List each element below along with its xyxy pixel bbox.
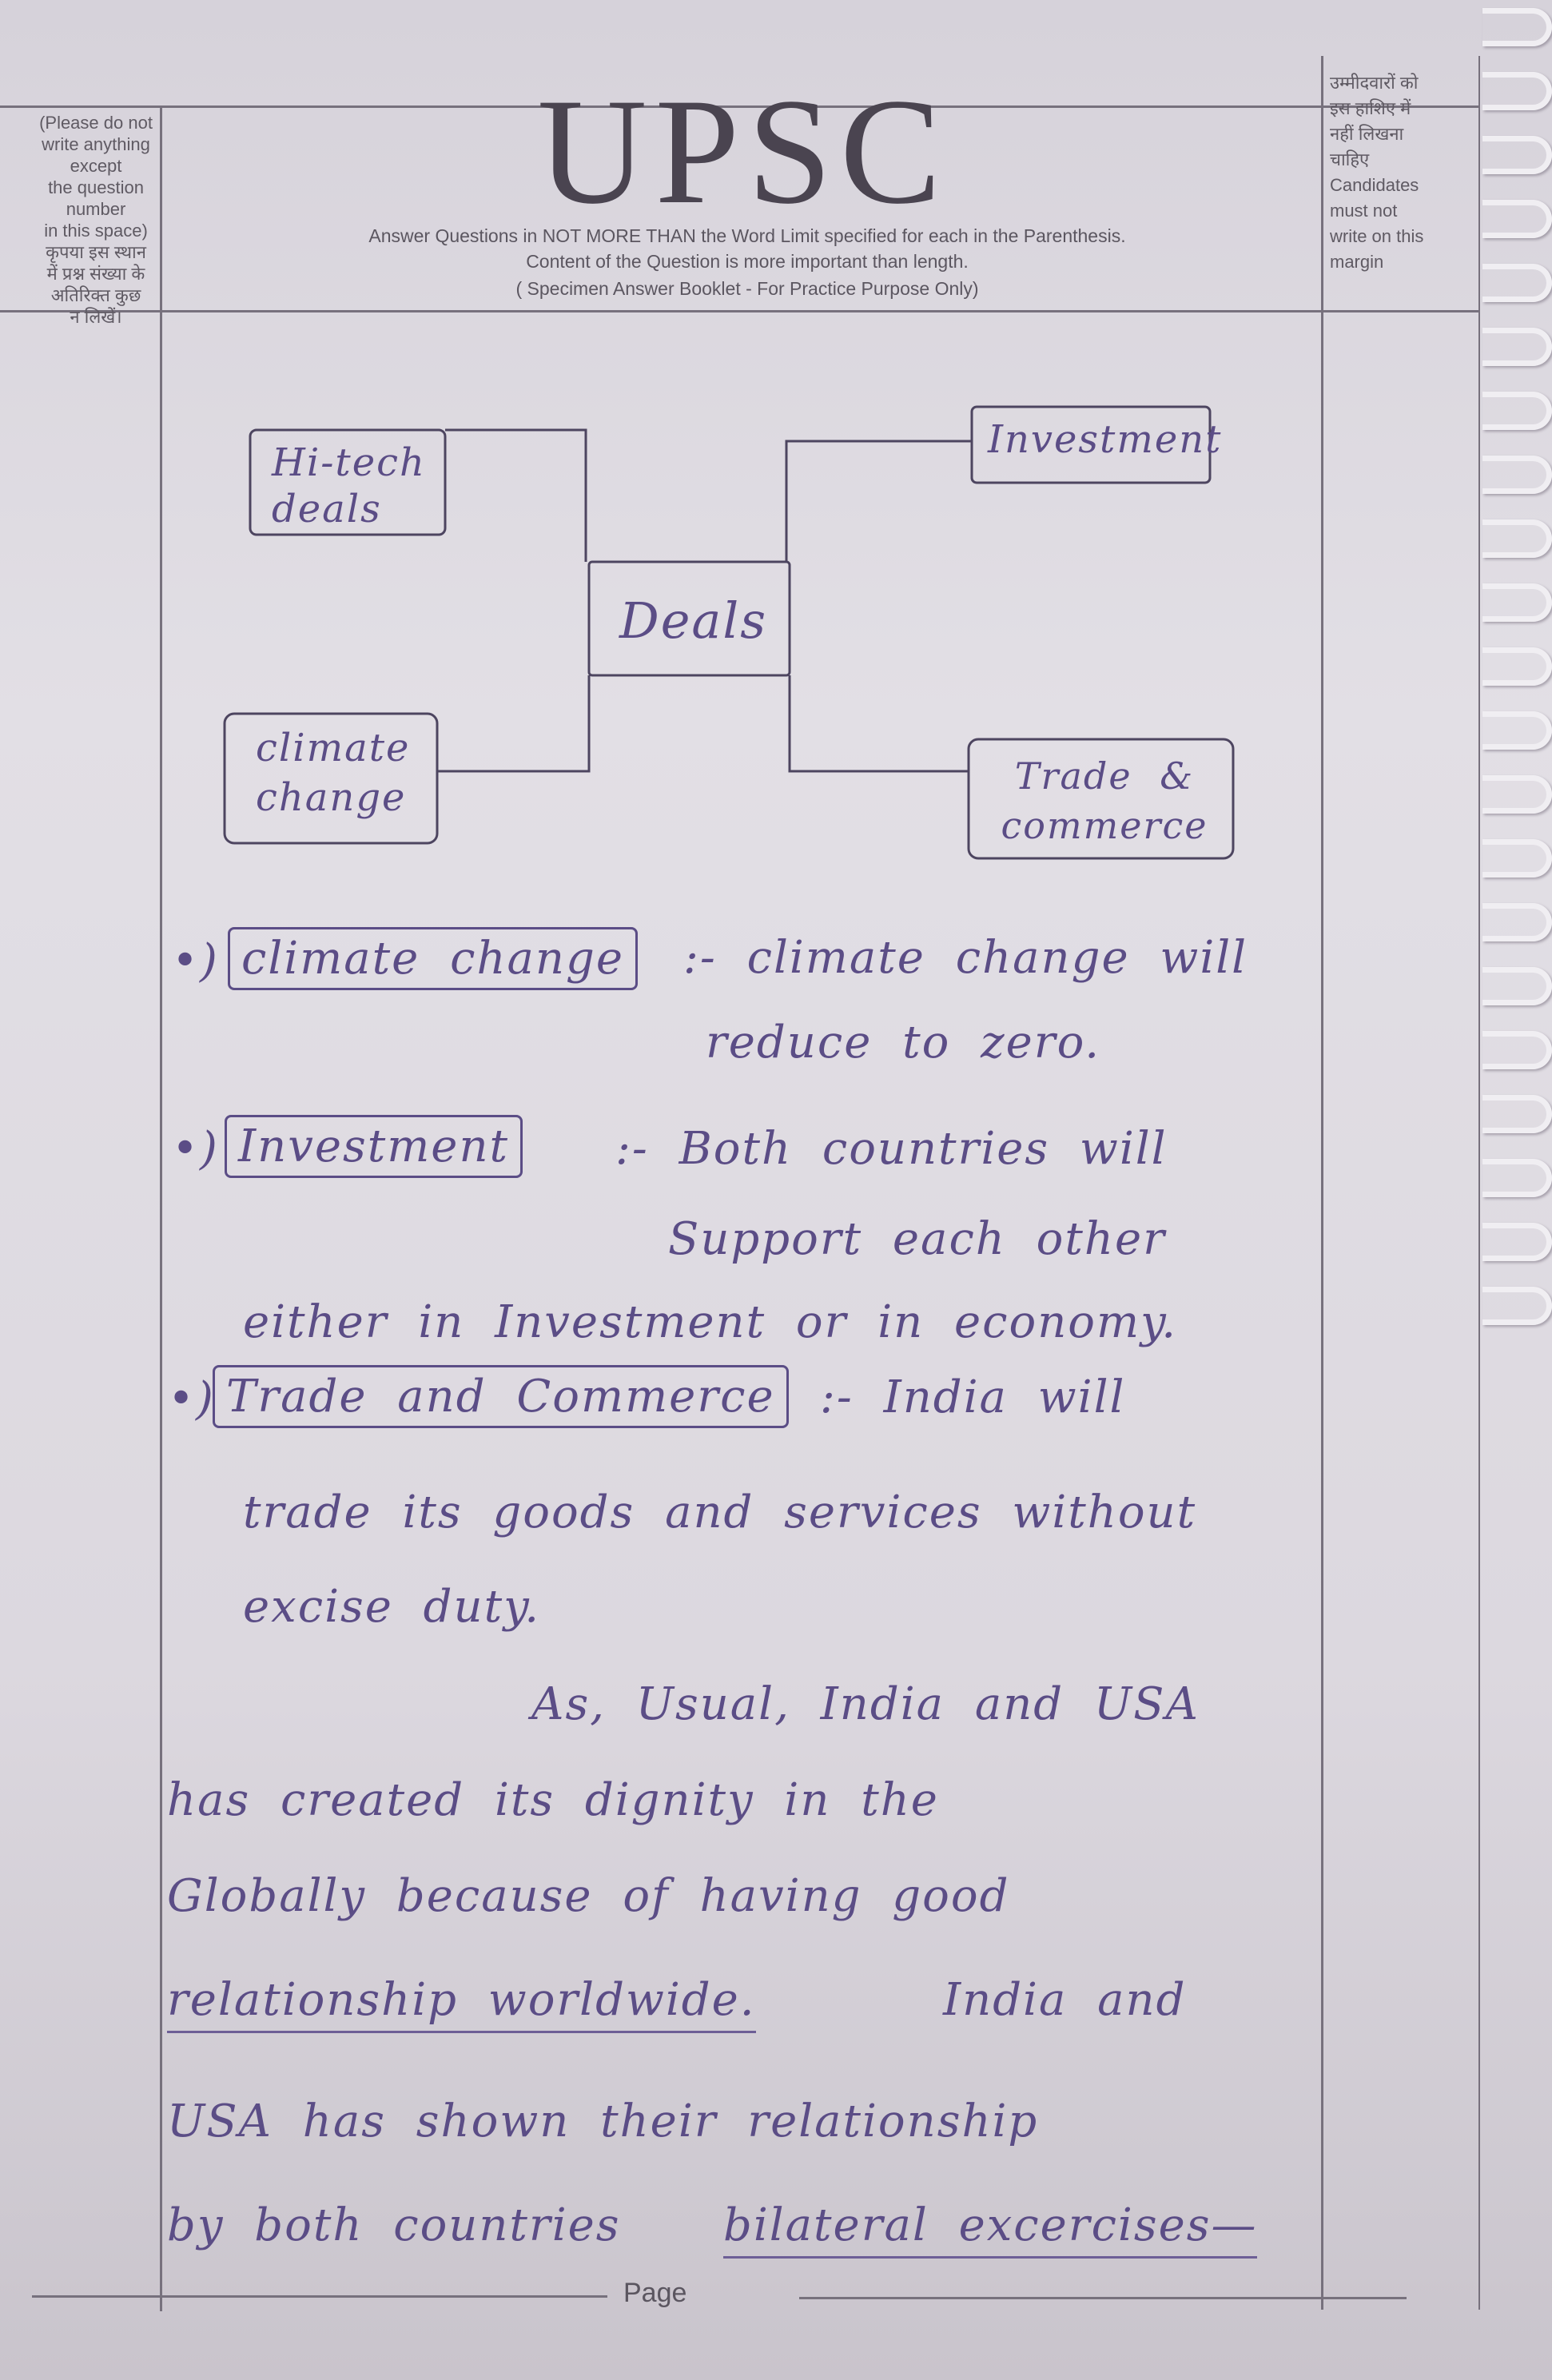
page-title: UPSC: [537, 68, 949, 236]
paragraph-underlined: relationship worldwide.: [167, 1974, 756, 2033]
instruction-line-3: ( Specimen Answer Booklet - For Practice…: [515, 278, 979, 299]
diagram-trade: Trade & commerce: [1001, 754, 1208, 847]
page-label: Page: [623, 2278, 687, 2308]
connector-climate: [437, 675, 591, 773]
note-line: इस हाशिए में: [1330, 98, 1411, 118]
paragraph-line: USA has shown their relationship: [167, 2095, 1039, 2147]
connector-investment: [785, 440, 972, 562]
instruction-line-2: Content of the Question is more importan…: [526, 251, 969, 272]
bullet-cont: Support each other: [668, 1213, 1166, 1265]
bullet-text: :- Both countries will: [615, 1123, 1168, 1175]
note-line: उम्मीदवारों को: [1330, 73, 1419, 93]
bullet-text: :- India will: [820, 1371, 1126, 1423]
term-trade-commerce: Trade and Commerce: [213, 1365, 789, 1428]
right-margin-rule: [1321, 56, 1323, 2310]
left-margin-note: (Please do not write anything except the…: [32, 112, 160, 328]
note-line: margin: [1330, 252, 1384, 272]
header-top-rule: [0, 105, 1480, 108]
note-line: write on this: [1330, 226, 1424, 246]
diagram-deals: Deals: [619, 591, 768, 650]
diagram-investment: Investment: [988, 417, 1223, 462]
note-line: कृपया इस स्थान: [46, 242, 146, 262]
bullet-text: :- climate change will: [683, 932, 1248, 984]
bullet-marker: •): [168, 1373, 215, 1425]
bullet-cont: trade its goods and services without: [243, 1487, 1197, 1538]
note-line: in this space): [44, 221, 148, 241]
right-edge-rule: [1478, 56, 1480, 2310]
paragraph-line: has created its dignity in the: [167, 1774, 939, 1826]
footer-rule-right: [799, 2297, 1407, 2299]
header-bottom-rule: [0, 310, 1480, 312]
note-line: नहीं लिखना: [1330, 124, 1404, 144]
bullet-marker: •): [172, 1123, 219, 1175]
paragraph-line: by both countries: [167, 2199, 621, 2251]
connector-hitech: [445, 428, 587, 562]
box-trade: [967, 738, 1235, 860]
bullet-cont: reduce to zero.: [706, 1017, 1101, 1069]
paragraph-underlined: bilateral excercises—: [723, 2199, 1258, 2259]
box-investment: [970, 405, 1212, 484]
left-margin-rule: [160, 105, 162, 2311]
note-line: Candidates: [1330, 175, 1419, 195]
note-line: write anything except: [42, 134, 150, 176]
diagram-connectors: [223, 405, 1235, 860]
box-hitech: [249, 428, 447, 536]
diagram-hitech: Hi-tech deals: [272, 440, 426, 531]
bullet-marker: •): [172, 935, 219, 987]
paragraph-line: As, Usual, India and USA: [531, 1678, 1200, 1730]
paragraph-line: Globally because of having good: [167, 1870, 1010, 1922]
footer-rule-left: [32, 2295, 607, 2298]
connector-trade: [788, 675, 969, 773]
note-line: the question number: [48, 177, 144, 219]
note-line: चाहिए: [1330, 149, 1370, 169]
term-investment: Investment: [225, 1115, 523, 1178]
note-line: अतिरिक्त कुछ: [50, 285, 141, 305]
bullet-cont: excise duty.: [243, 1581, 541, 1633]
diagram-climate: climate change: [256, 726, 411, 820]
box-deals: [587, 560, 791, 677]
note-line: must not: [1330, 201, 1398, 221]
bullet-cont: either in Investment or in economy.: [243, 1296, 1178, 1348]
note-line: न लिखें।: [70, 307, 122, 327]
paragraph-line: India and: [943, 1974, 1187, 2026]
term-climate-change: climate change: [228, 927, 638, 990]
note-line: (Please do not: [39, 113, 153, 133]
box-climate: [223, 712, 439, 845]
note-line: में प्रश्न संख्या के: [46, 264, 145, 284]
right-margin-note: उम्मीदवारों को इस हाशिए में नहीं लिखना च…: [1330, 70, 1474, 275]
instruction-line-1: Answer Questions in NOT MORE THAN the Wo…: [368, 225, 1126, 246]
